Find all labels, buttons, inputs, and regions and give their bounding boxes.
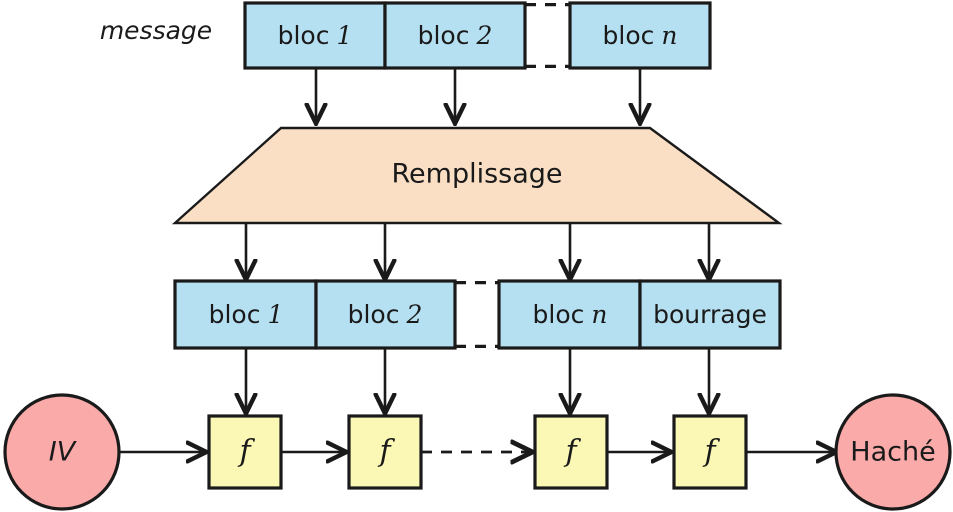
compression-function-2-rect (347, 414, 423, 490)
iv-label: IV (49, 437, 78, 468)
iv-node: IV (3, 393, 121, 511)
hash-output-circle (834, 393, 952, 511)
compression-function-2: f (347, 414, 423, 490)
message-row-dashed-gap (525, 2, 570, 68)
compression-function-3-rect (533, 414, 609, 490)
message-label: message (100, 16, 212, 45)
message-to-padding-arrows (316, 68, 640, 122)
padded-block-bourrage-rect (638, 279, 782, 350)
padded-block-bourrage: bourrage (638, 279, 782, 350)
message-block-1-rect (243, 1, 387, 70)
padded-block-2-rect (314, 279, 457, 350)
hash-output-label: Haché (850, 437, 935, 468)
padded-row-dashed-gap (455, 281, 499, 348)
compression-function-3: f (533, 414, 609, 490)
compression-function-4: f (672, 414, 748, 490)
padded-block-bourrage-label: bourrage (653, 300, 767, 329)
padding-to-padded-arrows (246, 223, 709, 278)
compression-function-1-rect (207, 414, 283, 490)
padding-trapezoid (171, 126, 783, 225)
padded-to-function-arrows (246, 348, 709, 412)
compression-function-1: f (207, 414, 283, 490)
compression-function-4-rect (672, 414, 748, 490)
padding-stage: Remplissage (171, 126, 783, 225)
padding-stage-label: Remplissage (391, 159, 562, 190)
hash-output-node: Haché (834, 393, 952, 511)
